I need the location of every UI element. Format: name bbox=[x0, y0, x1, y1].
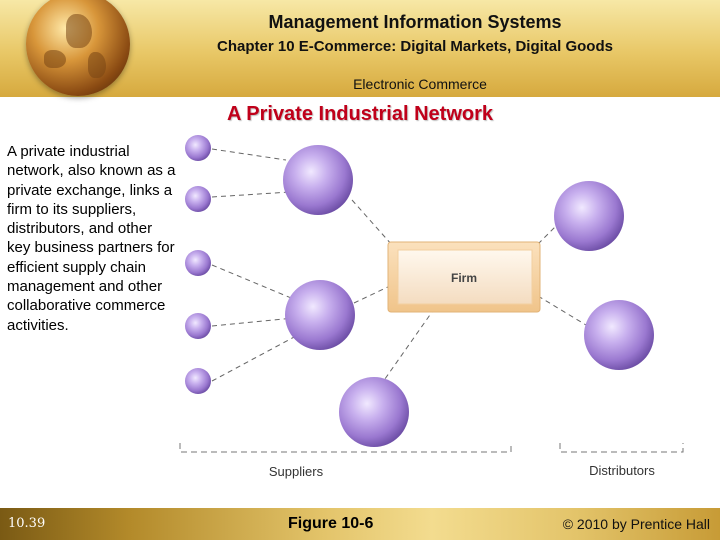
supplier-node bbox=[185, 250, 211, 276]
connector-line bbox=[211, 317, 295, 327]
supplier-node bbox=[185, 368, 211, 394]
page-number: 10.39 bbox=[8, 516, 46, 531]
connector-line bbox=[211, 148, 287, 161]
firm-label: Firm bbox=[451, 271, 477, 285]
supplier-node bbox=[185, 313, 211, 339]
supplier-node bbox=[185, 135, 211, 161]
small-supplier-nodes bbox=[185, 135, 211, 394]
distributor-node bbox=[554, 181, 624, 251]
distributors-label: Distributors bbox=[589, 463, 655, 478]
supplier-node bbox=[285, 280, 355, 350]
connector-line bbox=[211, 335, 297, 382]
connector-line bbox=[353, 284, 393, 304]
connector-line bbox=[211, 264, 297, 301]
course-title: Management Information Systems bbox=[268, 12, 562, 32]
supplier-node bbox=[185, 186, 211, 212]
section-title: Electronic Commerce bbox=[353, 76, 487, 92]
connector-line bbox=[351, 199, 393, 246]
globe-icon bbox=[26, 0, 130, 96]
supplier-node bbox=[339, 377, 409, 447]
slide-title: A Private Industrial Network bbox=[227, 103, 493, 125]
suppliers-label: Suppliers bbox=[269, 464, 324, 479]
firm-hub: Firm bbox=[387, 241, 541, 313]
connector-line bbox=[537, 295, 587, 326]
figure-label: Figure 10-6 bbox=[288, 515, 374, 532]
large-partner-nodes bbox=[283, 145, 654, 447]
suppliers-bracket bbox=[179, 443, 512, 453]
chapter-title: Chapter 10 E-Commerce: Digital Markets, … bbox=[217, 38, 613, 55]
slide-footer: 10.39 Figure 10-6 © 2010 by Prentice Hal… bbox=[0, 508, 720, 540]
connector-line bbox=[211, 191, 291, 198]
distributor-node bbox=[584, 300, 654, 370]
copyright-notice: © 2010 by Prentice Hall bbox=[562, 516, 710, 532]
connector-lines bbox=[211, 148, 587, 387]
connector-line bbox=[379, 311, 433, 387]
slide-header: Management Information Systems Chapter 1… bbox=[0, 0, 720, 97]
connector-line bbox=[537, 225, 557, 245]
description-text: A private industrial network, also known… bbox=[7, 143, 176, 334]
supplier-node bbox=[283, 145, 353, 215]
distributors-bracket bbox=[559, 443, 684, 453]
group-brackets bbox=[179, 443, 684, 453]
